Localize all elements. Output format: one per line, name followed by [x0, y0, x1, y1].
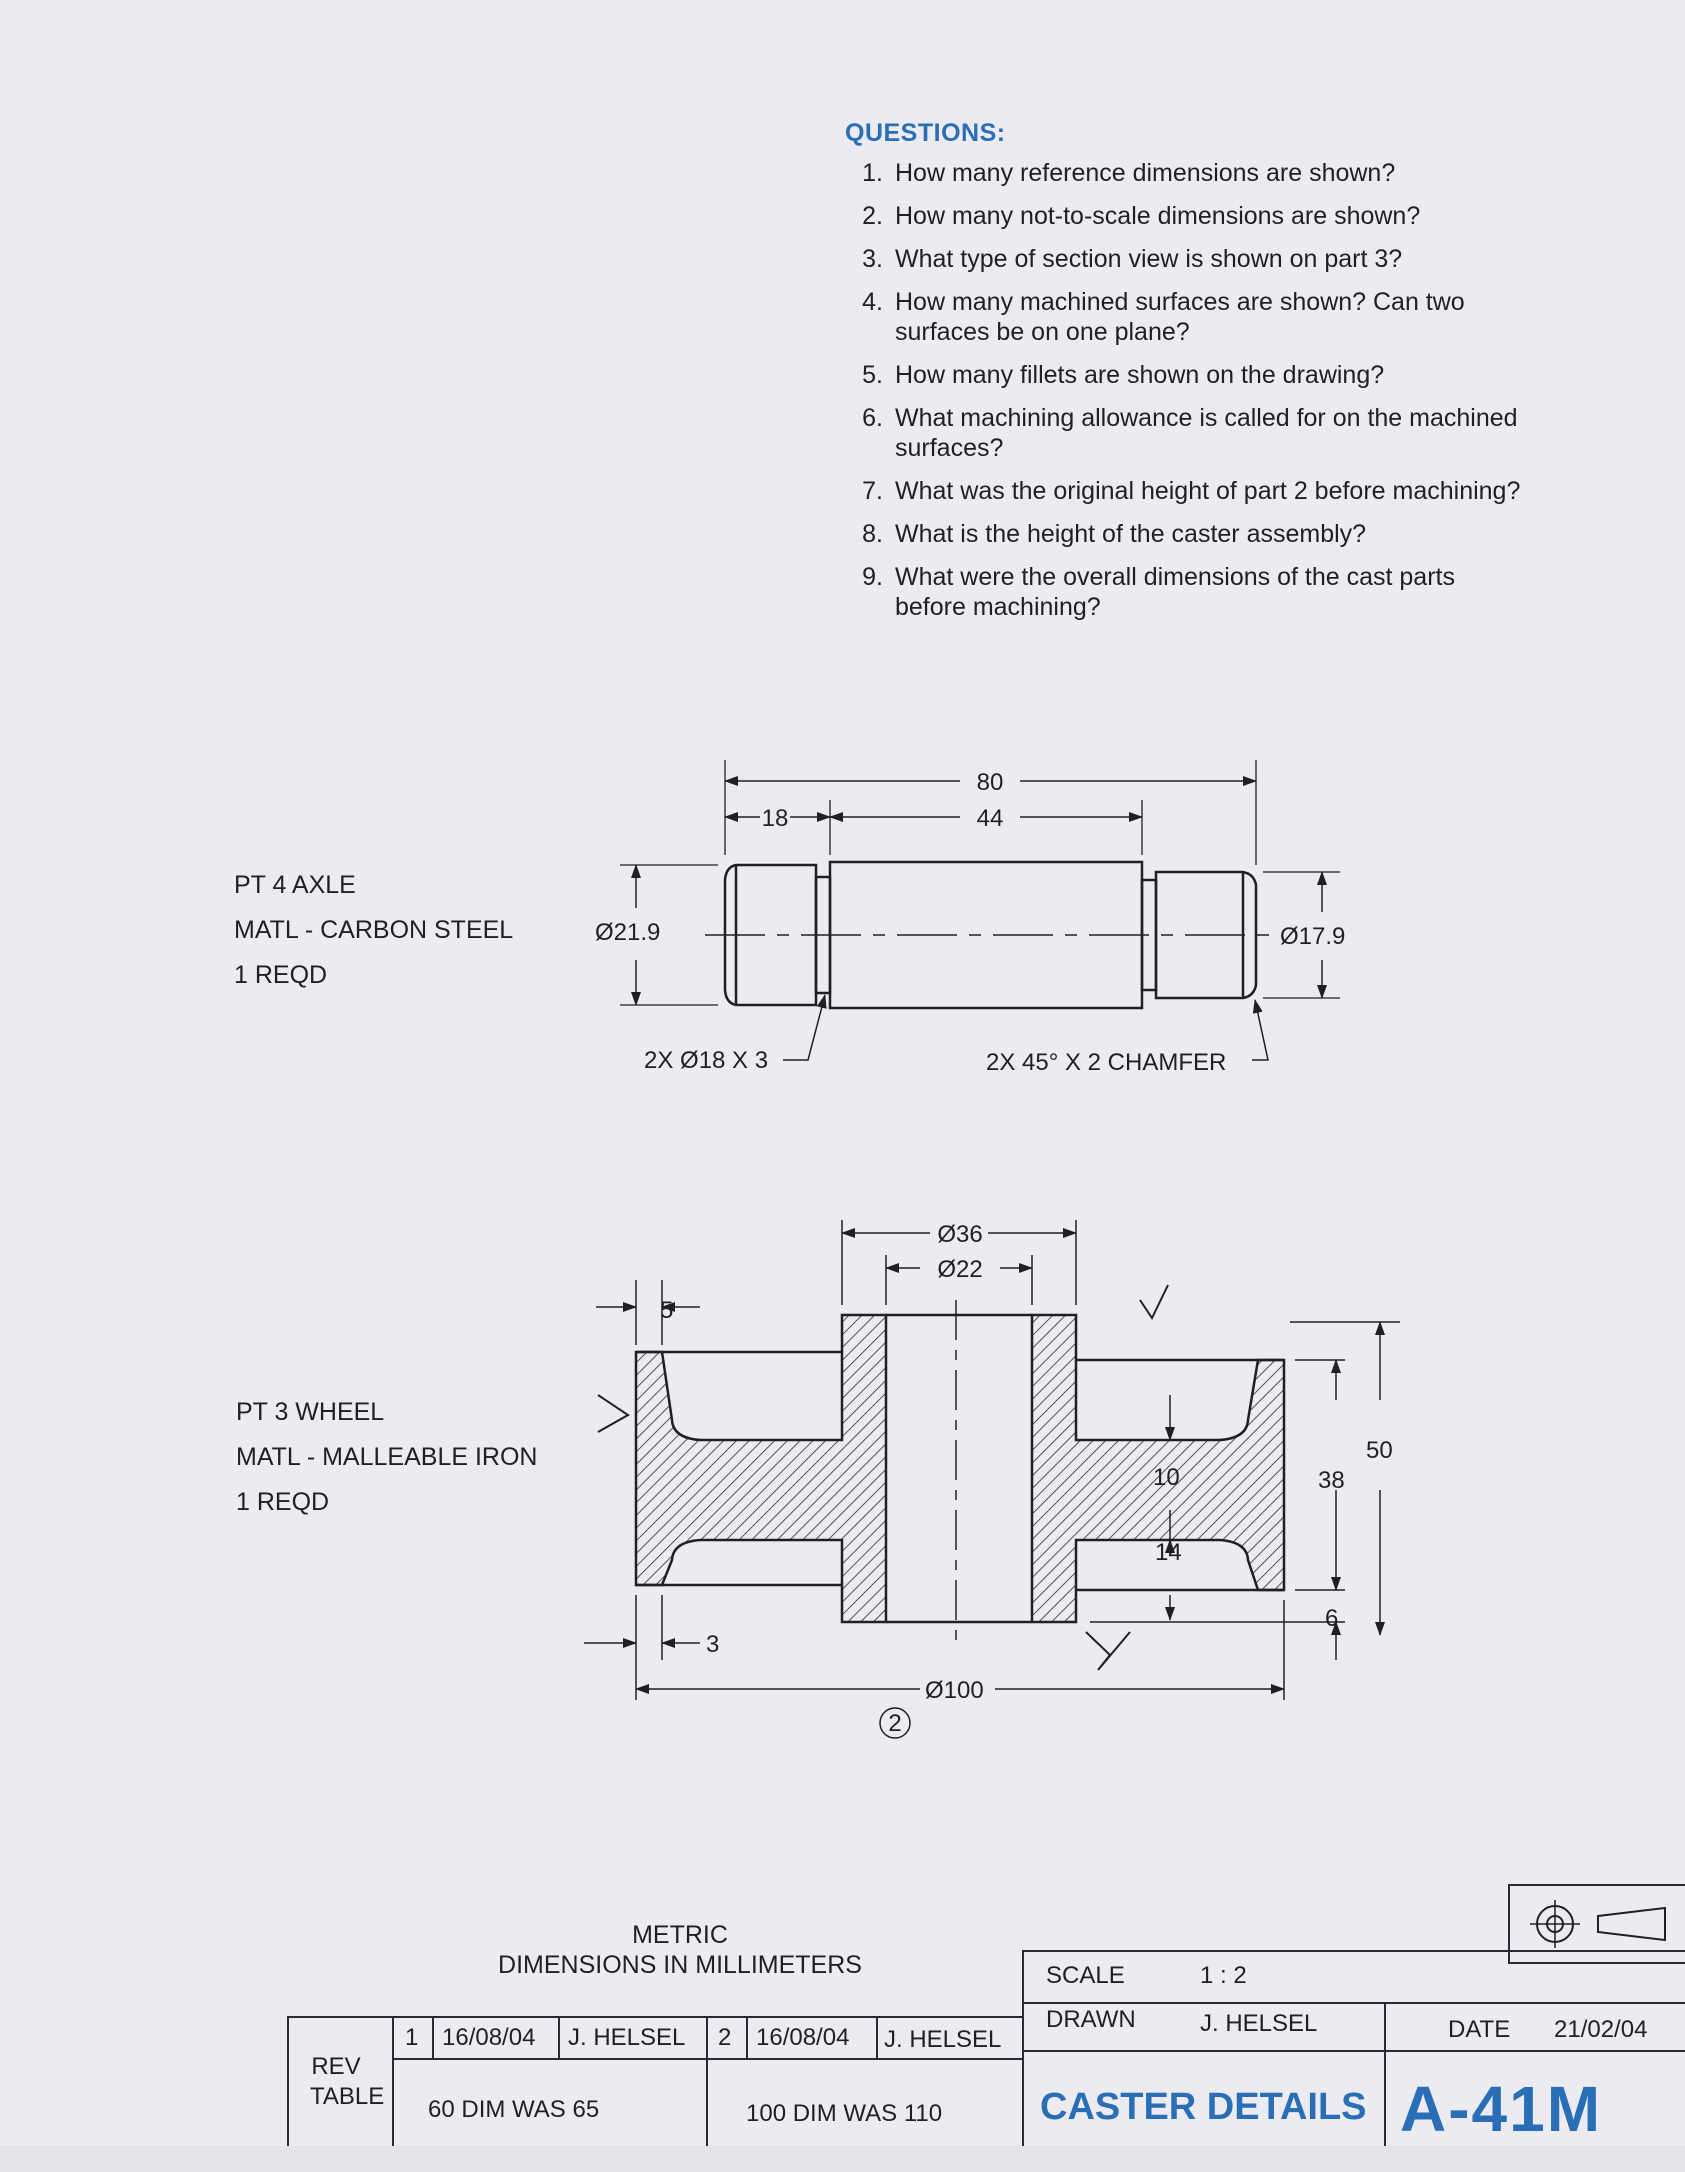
dim-hub-outer: Ø36 [937, 1221, 982, 1248]
date-value: 21/02/04 [1554, 2016, 1648, 2043]
rev-table-label-line1: REV [311, 2053, 361, 2080]
dim-axle-right-dia: Ø17.9 [1280, 923, 1345, 950]
axle-dimensions: 80 44 18 Ø21.9 Ø17.9 2X Ø18 X 3 2X 45° X… [595, 769, 1345, 1076]
question-item: 9. What were the overall dimensions of th… [845, 562, 1515, 622]
dim-rim-bottom: 3 [706, 1631, 719, 1658]
wheel-part-name: PT 3 WHEEL [236, 1398, 385, 1426]
dim-web: 10 [1153, 1464, 1180, 1491]
scale-label: SCALE [1046, 1962, 1125, 1989]
question-item: 7. What was the original height of part 2… [845, 476, 1605, 506]
dim-overall-height: 50 [1366, 1437, 1393, 1464]
units-note-line2: DIMENSIONS IN MILLIMETERS [498, 1951, 862, 1979]
projection-symbol-box [1508, 1884, 1685, 1964]
dim-axle-middle: 44 [977, 805, 1004, 832]
question-text: What type of section view is shown on pa… [895, 245, 1403, 273]
rev-1-by: J. HELSEL [568, 2024, 686, 2051]
axle-view [620, 760, 1340, 1061]
wheel-section-view [634, 1300, 1286, 1640]
question-item: 6. What machining allowance is called for… [845, 403, 1615, 463]
wheel-dimensions: Ø36 Ø22 5 3 10 14 38 50 6 Ø100 2 [660, 1221, 1393, 1737]
question-number: 8. [862, 520, 883, 548]
question-number: 9. [862, 563, 883, 591]
question-item: 4. How many machined surfaces are shown? … [845, 287, 1515, 347]
question-item: 3. What type of section view is shown on … [845, 244, 1605, 274]
dim-hub-inner: Ø22 [937, 1256, 982, 1283]
rev-1-date: 16/08/04 [442, 2024, 536, 2051]
question-item: 8. What is the height of the caster assem… [845, 519, 1605, 549]
question-item: 1. How many reference dimensions are show… [845, 158, 1605, 188]
units-note: METRIC DIMENSIONS IN MILLIMETERS [470, 1920, 890, 1980]
dim-axle-groove: 2X Ø18 X 3 [644, 1047, 768, 1074]
question-number: 2. [862, 202, 883, 230]
dim-rim-top: 5 [660, 1297, 673, 1324]
question-text: How many reference dimensions are shown? [895, 159, 1396, 187]
wheel-material: MATL - MALLEABLE IRON [236, 1443, 538, 1471]
scale-value: 1 : 2 [1200, 1962, 1247, 1989]
axle-part-label: PT 4 AXLE MATL - CARBON STEEL 1 REQD [234, 863, 513, 998]
question-number: 5. [862, 361, 883, 389]
rev-2-date: 16/08/04 [756, 2024, 850, 2051]
axle-part-name: PT 4 AXLE [234, 871, 356, 899]
dim-axle-left-dia: Ø21.9 [595, 919, 660, 946]
drawing-title: CASTER DETAILS [1040, 2086, 1367, 2128]
wheel-dimension-lines [584, 1220, 1400, 1739]
units-note-line1: METRIC [632, 1921, 728, 1949]
question-text: What machining allowance is called for o… [895, 404, 1518, 462]
dim-inner-height: 38 [1318, 1467, 1345, 1494]
rev-1-number: 1 [405, 2024, 419, 2051]
drawn-value: J. HELSEL [1200, 2010, 1318, 2037]
axle-quantity: 1 REQD [234, 961, 328, 989]
balloon-number: 2 [888, 1710, 901, 1737]
question-item: 2. How many not-to-scale dimensions are s… [845, 201, 1605, 231]
drawn-label: DRAWN [1046, 2006, 1136, 2033]
dim-axle-overall: 80 [977, 769, 1004, 796]
rev-table-label-line2: TABLE [310, 2083, 385, 2110]
question-text: How many not-to-scale dimensions are sho… [895, 202, 1421, 230]
dim-outer-dia: Ø100 [925, 1677, 984, 1704]
dim-axle-end: 18 [762, 805, 789, 832]
rev-2-by: J. HELSEL [884, 2026, 1002, 2053]
third-angle-projection-icon [1530, 1900, 1666, 1948]
question-number: 4. [862, 288, 883, 316]
question-text: What is the height of the caster assembl… [895, 520, 1367, 548]
rev-2-number: 2 [718, 2024, 732, 2051]
question-number: 3. [862, 245, 883, 273]
rev-1-description: 60 DIM WAS 65 [428, 2096, 600, 2123]
dim-web-offset: 14 [1155, 1539, 1182, 1566]
question-text: What was the original height of part 2 b… [895, 477, 1521, 505]
wheel-quantity: 1 REQD [236, 1488, 330, 1516]
question-text: What were the overall dimensions of the … [895, 563, 1455, 621]
axle-material: MATL - CARBON STEEL [234, 916, 514, 944]
question-number: 7. [862, 477, 883, 505]
rev-table-label: REV TABLE [310, 2052, 385, 2112]
question-item: 5. How many fillets are shown on the draw… [845, 360, 1605, 390]
dim-axle-chamfer: 2X 45° X 2 CHAMFER [986, 1049, 1226, 1076]
question-number: 1. [862, 159, 883, 187]
questions-section: QUESTIONS: 1. How many reference dimensio… [845, 118, 1605, 635]
question-number: 6. [862, 404, 883, 432]
question-text: How many fillets are shown on the drawin… [895, 361, 1385, 389]
drawing-number: A-41M [1400, 2073, 1603, 2145]
date-label: DATE [1448, 2016, 1511, 2043]
questions-heading: QUESTIONS: [845, 119, 1006, 147]
question-text: How many machined surfaces are shown? Ca… [895, 288, 1465, 346]
wheel-part-label: PT 3 WHEEL MATL - MALLEABLE IRON 1 REQD [236, 1390, 537, 1525]
rev-2-description: 100 DIM WAS 110 [746, 2100, 943, 2127]
dim-bottom-offset: 6 [1325, 1605, 1338, 1632]
